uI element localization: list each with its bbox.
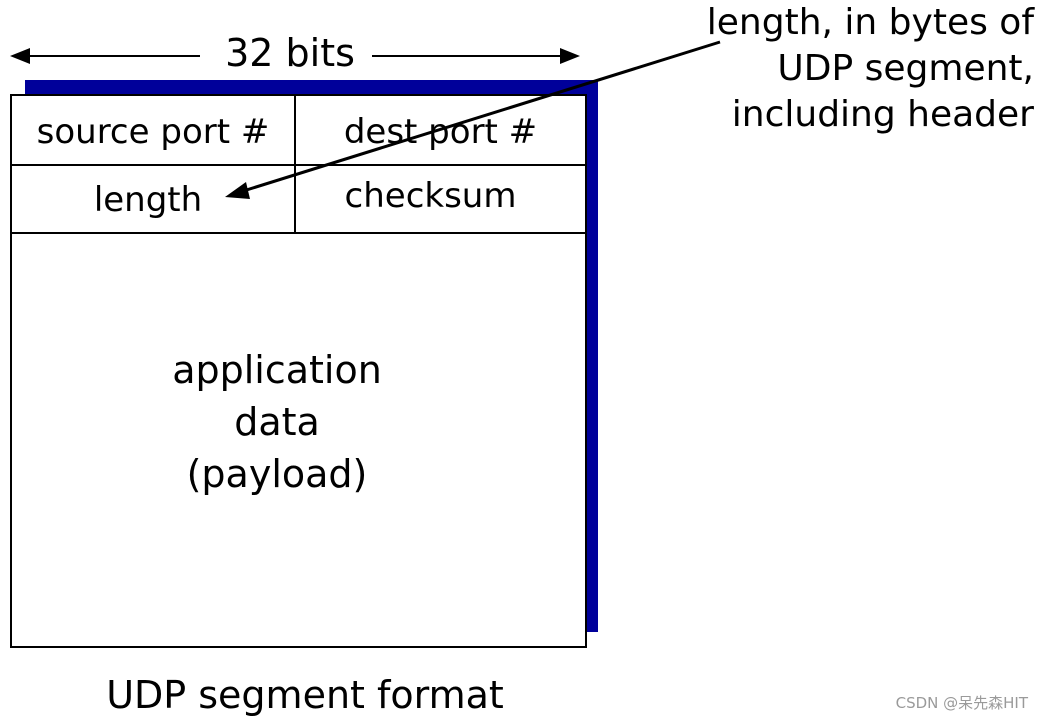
annotation-line: including header xyxy=(731,94,1034,135)
header-row-divider xyxy=(12,164,585,166)
width-line-right xyxy=(372,55,562,57)
source-port-field: source port # xyxy=(36,112,270,152)
length-field: length xyxy=(93,180,203,220)
header-bottom-divider xyxy=(12,232,585,234)
payload-area: application data (payload) xyxy=(12,344,542,500)
payload-line: (payload) xyxy=(186,452,368,496)
payload-line: data xyxy=(234,400,320,444)
figure-caption: UDP segment format xyxy=(106,673,504,717)
annotation-line: UDP segment, xyxy=(777,48,1034,89)
watermark: CSDN @呆先森HIT xyxy=(895,694,1028,712)
length-annotation: length, in bytes of UDP segment, includi… xyxy=(694,0,1034,138)
checksum-field: checksum xyxy=(344,176,517,216)
width-label: 32 bits xyxy=(225,31,355,75)
right-arrowhead xyxy=(560,48,580,64)
annotation-line: length, in bytes of xyxy=(706,2,1034,43)
payload-line: application xyxy=(172,348,382,392)
udp-segment-frame: source port # dest port # length checksu… xyxy=(10,94,587,648)
left-arrowhead xyxy=(10,48,30,64)
dest-port-field: dest port # xyxy=(343,112,538,152)
width-line-left xyxy=(28,55,200,57)
